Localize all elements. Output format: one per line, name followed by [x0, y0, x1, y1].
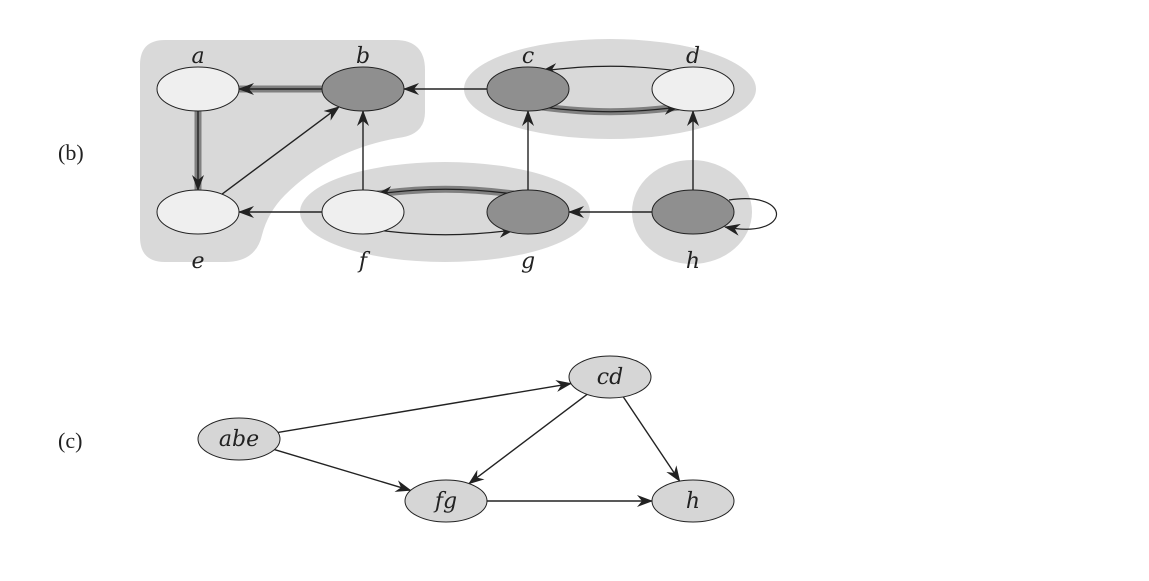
node-h: [651, 189, 735, 235]
node-d: [651, 66, 735, 112]
node-label-c: c: [522, 44, 534, 69]
part-label-c: (c): [58, 428, 82, 453]
part-label-b: (b): [58, 140, 84, 165]
graph-b-edges: [192, 63, 778, 238]
dag-edge-abe-fg: [274, 448, 412, 492]
node-b: [321, 66, 405, 112]
node-c: [486, 66, 570, 112]
node-label-d: d: [686, 44, 700, 69]
scc-region-cd: [464, 39, 756, 139]
edge-e-b: [221, 106, 340, 195]
dag-node-label-h: h: [686, 489, 700, 514]
dag-node-fg: [404, 479, 488, 523]
dag-node-cd: [568, 355, 652, 399]
node-g: [486, 189, 570, 235]
node-label-b: b: [356, 44, 370, 69]
node-label-e: e: [191, 249, 204, 274]
dag-node-label-cd: cd: [597, 365, 623, 390]
dag-node-h: [651, 479, 735, 523]
edge-g-f: [376, 186, 515, 199]
dag-node-label-fg: fg: [433, 489, 457, 514]
edge-c-d: [541, 102, 680, 115]
node-a: [156, 66, 240, 112]
dag-edge-abe-cd: [277, 380, 573, 434]
node-e: [156, 189, 240, 235]
scc-regions: [140, 39, 756, 264]
edge-f-g: [376, 225, 515, 238]
dag-edge-cd-h: [622, 396, 681, 482]
node-label-h: h: [686, 249, 700, 274]
dag-node-abe: [197, 417, 281, 461]
dag-node-label-abe: abe: [219, 427, 259, 452]
node-f: [321, 189, 405, 235]
graph-c-nodes: abe cd fg h: [197, 355, 735, 523]
graph-c-edges: [274, 380, 681, 507]
edge-h-h: [724, 198, 778, 236]
dag-edge-cd-fg: [468, 393, 588, 485]
node-label-a: a: [191, 44, 204, 69]
edge-d-c: [541, 63, 680, 76]
scc-region-fg: [300, 162, 590, 262]
node-label-g: g: [521, 249, 535, 274]
